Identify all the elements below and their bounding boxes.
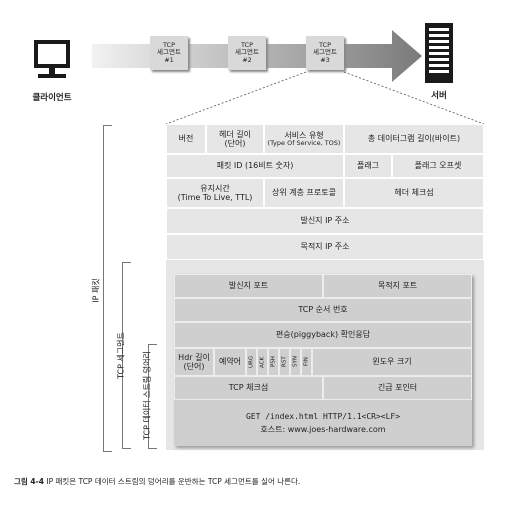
tcp-checksum: TCP 체크섬	[174, 376, 323, 400]
tcp-reserved: 예약어	[214, 348, 246, 376]
tcp-data-payload: GET /index.html HTTP/1.1<CR><LF> 호스트: ww…	[174, 400, 472, 446]
ip-flags: 플래그	[344, 154, 392, 178]
ip-ttl: 유지시간 (Time To Live, TTL)	[166, 178, 264, 208]
ip-dest-address: 목적지 IP 주소	[166, 234, 484, 260]
tcp-sequence-number: TCP 순서 번호	[174, 298, 472, 322]
caption-text: IP 패킷은 TCP 데이터 스트림의 덩어리를 운반하는 TCP 세그먼트를 …	[43, 477, 301, 486]
ip-service-type-cell: 서비스 유형 (Type Of Service, TOS)	[264, 124, 344, 154]
server-label: 서버	[431, 91, 447, 101]
ip-version: 버전	[166, 124, 206, 154]
tcp-dest-port: 목적지 포트	[323, 274, 472, 298]
segment-2-line3: #2	[242, 55, 252, 64]
ip-packet-id: 패킷 ID (16비트 숫자)	[166, 154, 344, 178]
figure-caption: 그림 4-4 IP 패킷은 TCP 데이터 스트림의 덩어리를 운반하는 TCP…	[14, 476, 499, 487]
payload-host-line: 호스트: www.joes-hardware.com	[260, 424, 386, 434]
segment-2-line1: TCP	[240, 41, 254, 50]
ip-fragment-offset: 플래그 오프셋	[392, 154, 484, 178]
tcp-segment-bracket	[122, 262, 131, 449]
segment-1-line3: #1	[164, 55, 174, 64]
tcp-segment-box-2: TCP 세그먼트 #2	[228, 36, 266, 70]
tcp-flag-fin: FIN	[301, 348, 312, 376]
tcp-segment-box-3: TCP 세그먼트 #3	[306, 36, 344, 70]
client-computer-icon	[30, 38, 74, 88]
tcp-flag-rst: RST	[279, 348, 290, 376]
tcp-data-bracket	[148, 344, 157, 449]
server-icon	[424, 22, 454, 84]
tcp-segment-box-1: TCP 세그먼트 #1	[150, 36, 188, 70]
caption-prefix: 그림 4-4	[14, 477, 44, 486]
tcp-flag-psh: PSH	[268, 348, 279, 376]
ip-total-length: 총 데이터그램 길이(바이트)	[344, 124, 484, 154]
tcp-source-port: 발신지 포트	[174, 274, 323, 298]
ip-packet-bracket	[103, 125, 112, 452]
tcp-ack-number: 편승(piggyback) 확인응답	[174, 322, 472, 348]
segment-1-line1: TCP	[162, 41, 176, 50]
ip-header-length: 헤더 길이 (단어)	[206, 124, 264, 154]
tcp-flag-ack: ACK	[257, 348, 268, 376]
tcp-window-size: 윈도우 크기	[312, 348, 472, 376]
segment-2-line2: 세그먼트	[235, 48, 259, 57]
ip-service-type-sub: (Type Of Service, TOS)	[267, 138, 341, 147]
segment-3-line3: #3	[320, 55, 330, 64]
ip-source-address: 발신지 IP 주소	[166, 208, 484, 234]
tcp-header-length: Hdr 길이 (단어)	[174, 348, 214, 376]
tcp-flag-urg: URG	[246, 348, 257, 376]
client-label: 클라이언트	[32, 93, 72, 103]
tcp-segment-label: TCP 세그먼트	[116, 332, 126, 379]
ip-header-checksum: 헤더 체크섬	[344, 178, 484, 208]
segment-1-line2: 세그먼트	[157, 48, 181, 57]
ip-packet-label: IP 패킷	[91, 278, 101, 303]
payload-request-line: GET /index.html HTTP/1.1<CR><LF>	[245, 411, 401, 421]
tcp-flag-syn: SYN	[290, 348, 301, 376]
segment-3-line1: TCP	[318, 41, 332, 50]
ip-service-type: 서비스 유형	[284, 130, 324, 140]
tcp-urgent-pointer: 긴급 포인터	[323, 376, 472, 400]
segment-3-line2: 세그먼트	[313, 48, 337, 57]
tcp-data-label: TCP 데이터 스트림 덩어리	[142, 351, 152, 440]
ip-protocol: 상위 계층 프로토콜	[264, 178, 344, 208]
